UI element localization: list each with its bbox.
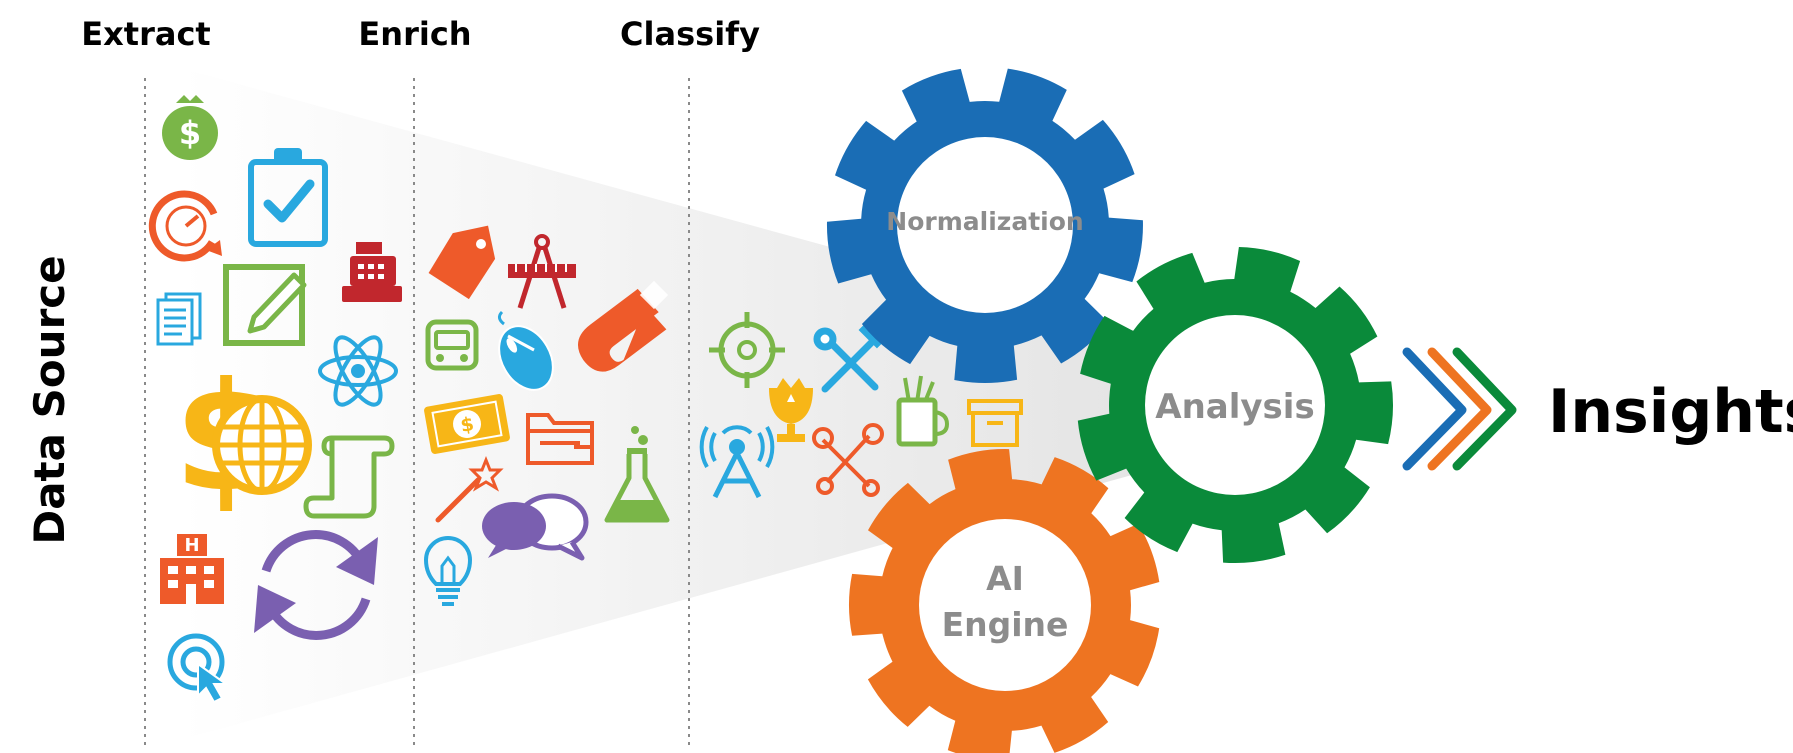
lightbulb-icon xyxy=(423,536,473,606)
signal-tower-icon xyxy=(699,425,775,499)
funnel-band xyxy=(180,68,1150,740)
banknote-icon: $ xyxy=(424,394,510,454)
wrench-cross-icon xyxy=(812,423,884,497)
archive-box-icon xyxy=(967,399,1023,447)
price-tag-icon xyxy=(428,225,496,300)
gear-analysis xyxy=(1077,247,1393,564)
svg-text:$: $ xyxy=(179,114,201,152)
dollar-globe-icon: $ xyxy=(174,351,312,525)
refresh-cycle-icon xyxy=(254,530,378,640)
stage-label-enrich: Enrich xyxy=(358,15,471,53)
documents-icon xyxy=(156,292,202,346)
mouse-icon xyxy=(497,310,554,391)
clipboard-check-icon xyxy=(248,148,328,247)
gear-label-engine: Engine xyxy=(942,605,1069,644)
svg-text:H: H xyxy=(184,535,199,556)
folder-icon xyxy=(526,413,594,465)
chevron-arrows-icon xyxy=(1402,347,1517,471)
edit-note-icon xyxy=(223,264,307,346)
compass-ruler-icon xyxy=(508,234,576,309)
gear-label-analysis: Analysis xyxy=(1155,387,1314,427)
stage-label-extract: Extract xyxy=(81,15,210,53)
speedometer-icon xyxy=(148,190,222,262)
gear-label-normalization: Normalization xyxy=(886,207,1083,236)
gear-label-ai: AI xyxy=(986,559,1024,598)
atom-icon xyxy=(318,335,398,407)
flask-icon xyxy=(604,426,670,523)
gear-hub xyxy=(1145,315,1325,495)
gear-hub xyxy=(897,137,1073,313)
svg-text:$: $ xyxy=(459,413,476,437)
hospital-icon: H xyxy=(160,534,224,604)
trophy-icon xyxy=(769,378,813,442)
gear-ai-engine xyxy=(848,449,1160,753)
scroll-icon xyxy=(303,435,395,519)
magnet-icon xyxy=(577,280,669,372)
stage-label-classify: Classify xyxy=(620,15,760,53)
cash-register-icon xyxy=(342,242,402,302)
chat-bubbles-icon xyxy=(482,493,589,561)
gear-normalization xyxy=(826,68,1143,384)
click-target-icon xyxy=(167,633,230,704)
money-bag-icon: $ xyxy=(162,95,218,160)
crosshair-icon xyxy=(709,312,785,388)
bus-icon xyxy=(425,319,479,371)
side-label-data-source: Data Source xyxy=(25,255,74,544)
pencil-cup-icon xyxy=(896,375,950,447)
gear-hub xyxy=(919,519,1091,691)
output-label-insights: Insights xyxy=(1548,377,1793,447)
magic-wand-icon xyxy=(435,455,504,523)
